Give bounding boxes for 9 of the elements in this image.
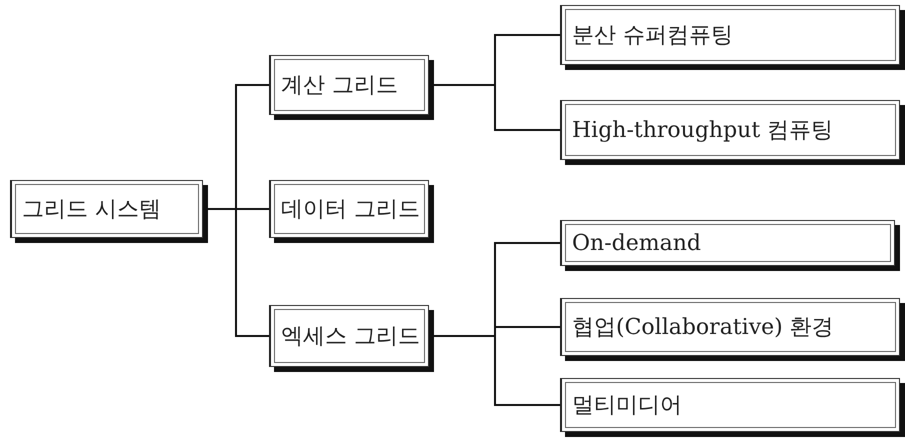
node-label: High-throughput 컴퓨팅 bbox=[572, 117, 834, 145]
node-label: 데이터 그리드 bbox=[281, 196, 420, 224]
node-label: 멀티미디어 bbox=[572, 392, 682, 420]
node-label: 계산 그리드 bbox=[281, 72, 398, 100]
node-label: 그리드 시스템 bbox=[22, 196, 161, 224]
node-label: 협업(Collaborative) 환경 bbox=[572, 314, 834, 342]
node-label: On-demand bbox=[572, 230, 701, 256]
node-label: 엑세스 그리드 bbox=[281, 323, 420, 351]
node-label: 분산 슈퍼컴퓨팅 bbox=[572, 22, 733, 50]
